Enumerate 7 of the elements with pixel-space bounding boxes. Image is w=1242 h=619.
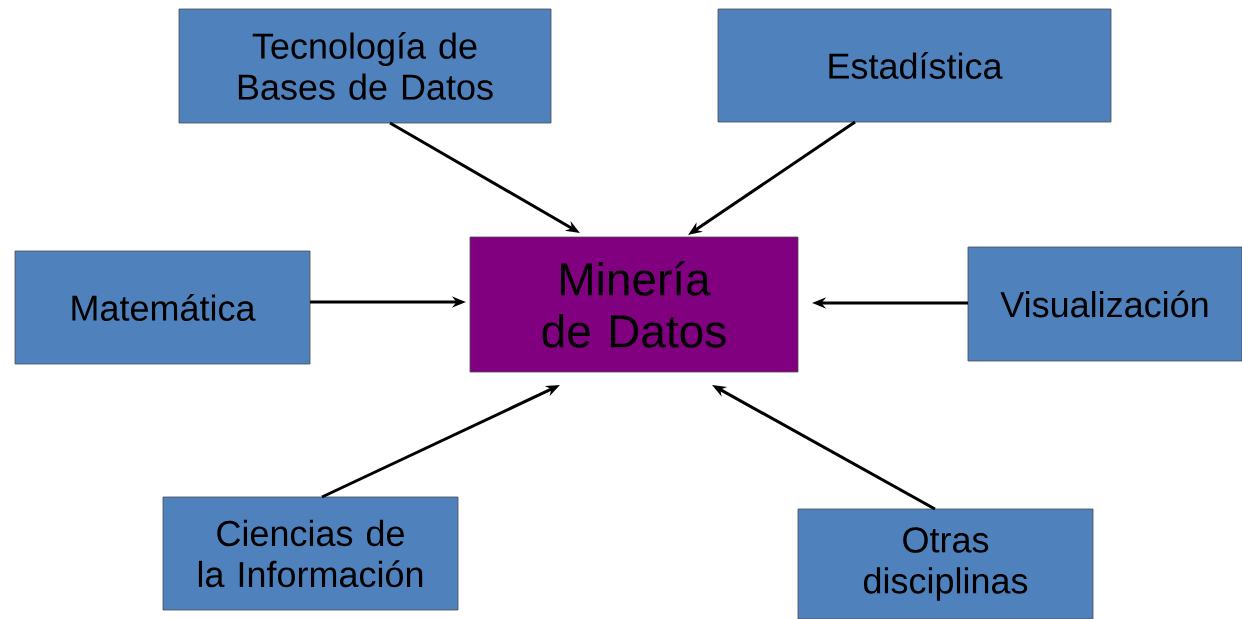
topic-box: Tecnología de Bases de Datos <box>178 8 552 124</box>
center-box: Minería de Datos <box>469 236 799 373</box>
topic-box: Visualización <box>967 246 1242 362</box>
topic-box: Ciencias de la Información <box>162 496 459 611</box>
topic-box: Otras disciplinas <box>797 508 1094 619</box>
topic-box: Matemática <box>14 250 311 365</box>
topic-box: Estadística <box>717 8 1112 123</box>
